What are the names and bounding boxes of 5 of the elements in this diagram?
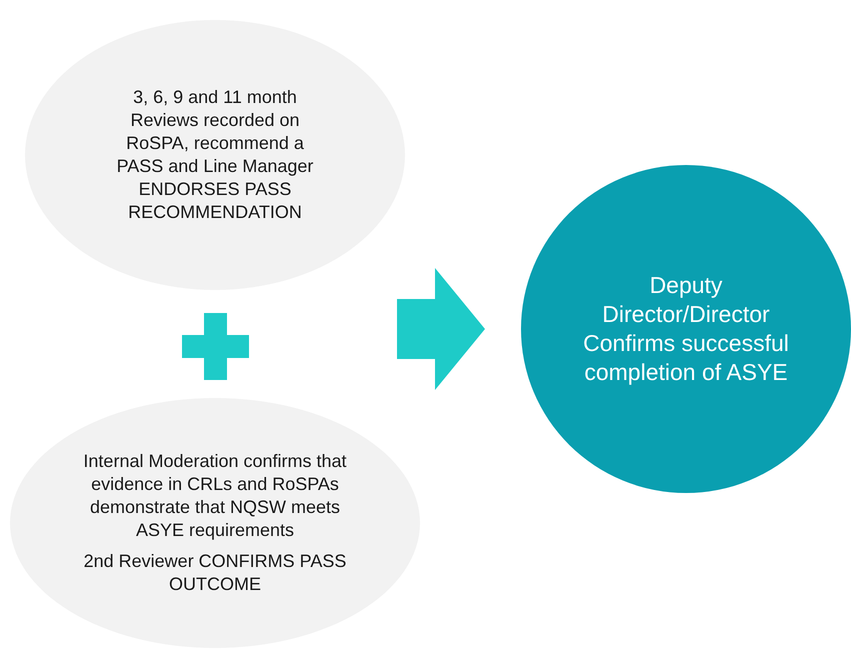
block-arrow (397, 268, 485, 390)
node-text: 2nd Reviewer CONFIRMS PASS OUTCOME (82, 550, 348, 596)
node-text: Internal Moderation confirms that evidence in CRLs and RoSPAs demonstrate that NQSW meets ASYE requirements (82, 450, 348, 542)
node-text: 3, 6, 9 and 11 month Reviews recorded on RoSPA, recommend a PASS and Line Manager ENDORSES PASS RECOMMENDATION (116, 86, 314, 224)
node-text: Deputy Director/Director Confirms successful completion of ASYE (582, 271, 790, 387)
